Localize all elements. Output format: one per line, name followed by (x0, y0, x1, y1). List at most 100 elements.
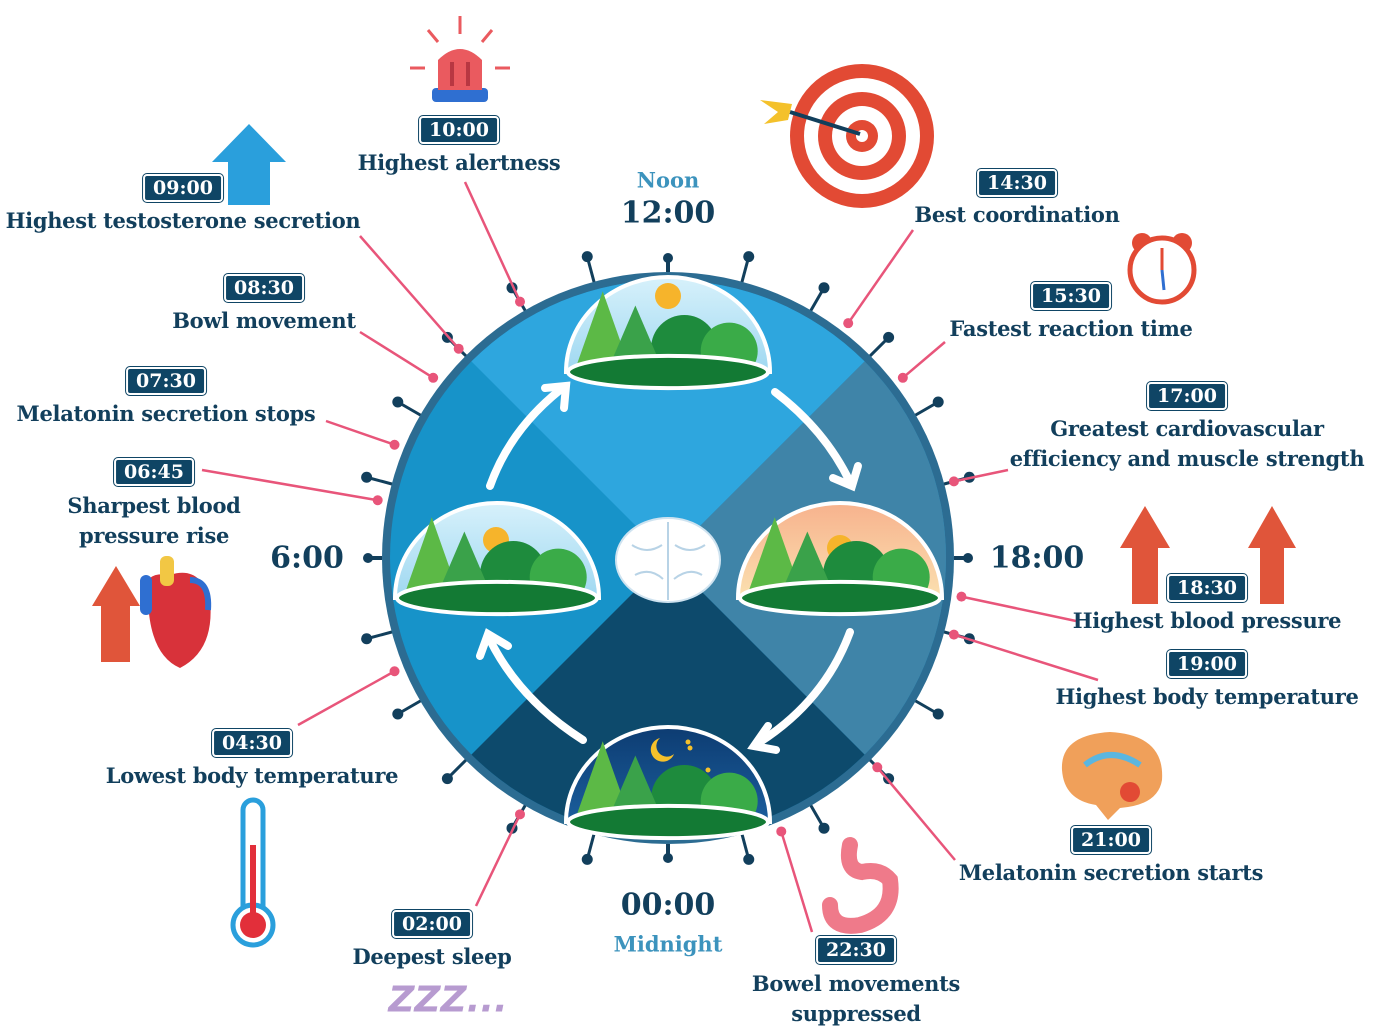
event-label: Fastest reaction time (949, 314, 1192, 344)
tick-pin (441, 773, 453, 785)
time-badge: 10:00 (419, 116, 499, 144)
zzz-icon: ZZZ... (388, 979, 508, 1021)
event-label: Bowl movement (172, 306, 356, 336)
event-label: Greatest cardiovascular efficiency and mu… (1010, 414, 1365, 474)
tick-pin (581, 853, 593, 865)
tick-pin (361, 471, 373, 483)
arrow-dawn-to-noon (486, 386, 564, 490)
event-label-line: Deepest sleep (352, 944, 512, 969)
connector-dot (372, 495, 383, 506)
tick-pin (663, 853, 673, 863)
dome-noon (563, 275, 773, 391)
arrowhead (541, 381, 571, 412)
connector-dot (515, 809, 525, 820)
up-arrow-icon (1120, 506, 1296, 604)
tick-pin (361, 633, 373, 645)
event-label-line: Lowest body temperature (105, 763, 399, 788)
event-label-line: Bowl movement (172, 308, 356, 333)
tick-pin (392, 708, 404, 720)
event-label-line: suppressed (791, 1001, 921, 1026)
tick-pin (932, 396, 944, 408)
tick-pin (883, 331, 895, 343)
arrow-dusk-to-night (756, 628, 854, 746)
star-icon (685, 739, 691, 745)
connector-line (902, 341, 946, 379)
time-badge: 04:30 (212, 729, 292, 757)
up-arrow-icon (212, 124, 286, 205)
connector-line (201, 468, 378, 502)
event-label: Lowest body temperature (105, 761, 399, 791)
tick-pin (743, 251, 755, 263)
tick-pin (392, 396, 404, 408)
dome-scenes (392, 275, 945, 841)
connector-dot (948, 476, 959, 487)
brain-anatomy-icon (1061, 732, 1163, 820)
event-label-line: efficiency and muscle strength (1009, 446, 1365, 471)
tick-pin (932, 708, 944, 720)
dome-night (563, 725, 773, 841)
event-label-line: Best coordination (914, 202, 1120, 227)
event-label-line: Fastest reaction time (949, 316, 1193, 341)
arrow-night-to-dawn (486, 636, 587, 744)
tick-pin (818, 822, 830, 834)
arrowhead (829, 462, 862, 492)
time-badge: 22:30 (816, 936, 896, 964)
connector-line (876, 766, 956, 861)
noon-label: Noon (636, 167, 700, 193)
connector-dot (948, 629, 959, 640)
time-badge: 21:00 (1071, 826, 1151, 854)
connector-dot (897, 372, 908, 383)
hour-6: 6:00 (270, 540, 344, 576)
connector-line (953, 468, 1009, 483)
alarm-clock-icon (1127, 233, 1197, 305)
time-badge: 15:30 (1031, 282, 1111, 310)
quadrant-top (390, 280, 946, 558)
hour-18: 18:00 (989, 540, 1085, 576)
tick-pin (363, 553, 373, 563)
connector-dot (389, 439, 400, 450)
event-label-line: pressure rise (78, 523, 230, 548)
event-label-line: Melatonin secretion starts (958, 860, 1264, 885)
event-label-line: Sharpest blood (67, 493, 241, 518)
connector-dot (956, 591, 967, 602)
time-badge: 17:00 (1147, 382, 1227, 410)
event-label-line: Highest body temperature (1055, 684, 1359, 709)
time-badge: 18:30 (1167, 574, 1247, 602)
event-label-line: Melatonin secretion stops (16, 401, 316, 426)
target-icon (760, 64, 934, 208)
event-label-line: Greatest cardiovascular (1050, 416, 1324, 441)
event-label: Sharpest blood pressure rise (67, 491, 240, 551)
event-label: Highest body temperature (1055, 682, 1358, 712)
time-badge: 09:00 (143, 174, 223, 202)
stomach-icon (822, 837, 899, 934)
connector-line (359, 235, 460, 350)
time-badge: 14:30 (977, 169, 1057, 197)
tick-pin (581, 251, 593, 263)
connector-line (325, 419, 395, 446)
arrowhead (476, 628, 512, 660)
brain-icon (615, 517, 721, 603)
connector-line (359, 330, 434, 379)
time-badge: 07:30 (126, 367, 206, 395)
tick-pin (743, 853, 755, 865)
connector-dot (453, 343, 464, 354)
moon-icon (650, 738, 674, 762)
siren-icon (410, 16, 510, 102)
event-label: Highest alertness (358, 148, 561, 178)
arrow-noon-to-dusk (771, 388, 854, 486)
arrowhead (747, 722, 780, 754)
hour-12: 12:00 (620, 195, 716, 231)
tick-pin (663, 253, 673, 263)
event-label: Highest testosterone secretion (6, 206, 361, 236)
thermometer-icon (230, 797, 276, 948)
time-badge: 02:00 (392, 910, 472, 938)
dome-morning (392, 501, 602, 617)
connector-dot (515, 296, 525, 307)
time-badge: 08:30 (224, 274, 304, 302)
quadrant-bottom (390, 558, 946, 836)
midnight-label: Midnight (613, 931, 723, 957)
event-connectors (201, 181, 1099, 933)
